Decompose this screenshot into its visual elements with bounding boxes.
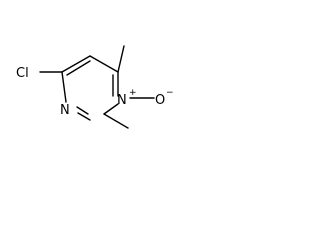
- bond-c2-n3: [77, 112, 91, 121]
- structure-canvas: Cl N N + O −: [16, 45, 174, 129]
- atom-oxygen-label: O: [155, 93, 165, 108]
- atom-oxygen-charge: −: [166, 88, 174, 98]
- bond-n3-c4: [61, 71, 67, 103]
- pyrimidine-ring: [61, 55, 119, 121]
- atom-chlorine-label: Cl: [16, 66, 29, 81]
- bond-n1-c2: [103, 103, 119, 115]
- atom-n1-label: N: [117, 93, 127, 108]
- atom-n3-label: N: [60, 103, 70, 118]
- bond-c5-c6: [89, 55, 119, 73]
- bond-c6-methyl: [117, 45, 125, 73]
- bond-c4-c5-inner: [66, 60, 91, 76]
- bond-c4-c5: [61, 55, 91, 73]
- bond-c2-methyl: [103, 113, 129, 129]
- atom-n1-charge: +: [129, 88, 137, 98]
- bond-c2-n3-inner: [76, 106, 89, 115]
